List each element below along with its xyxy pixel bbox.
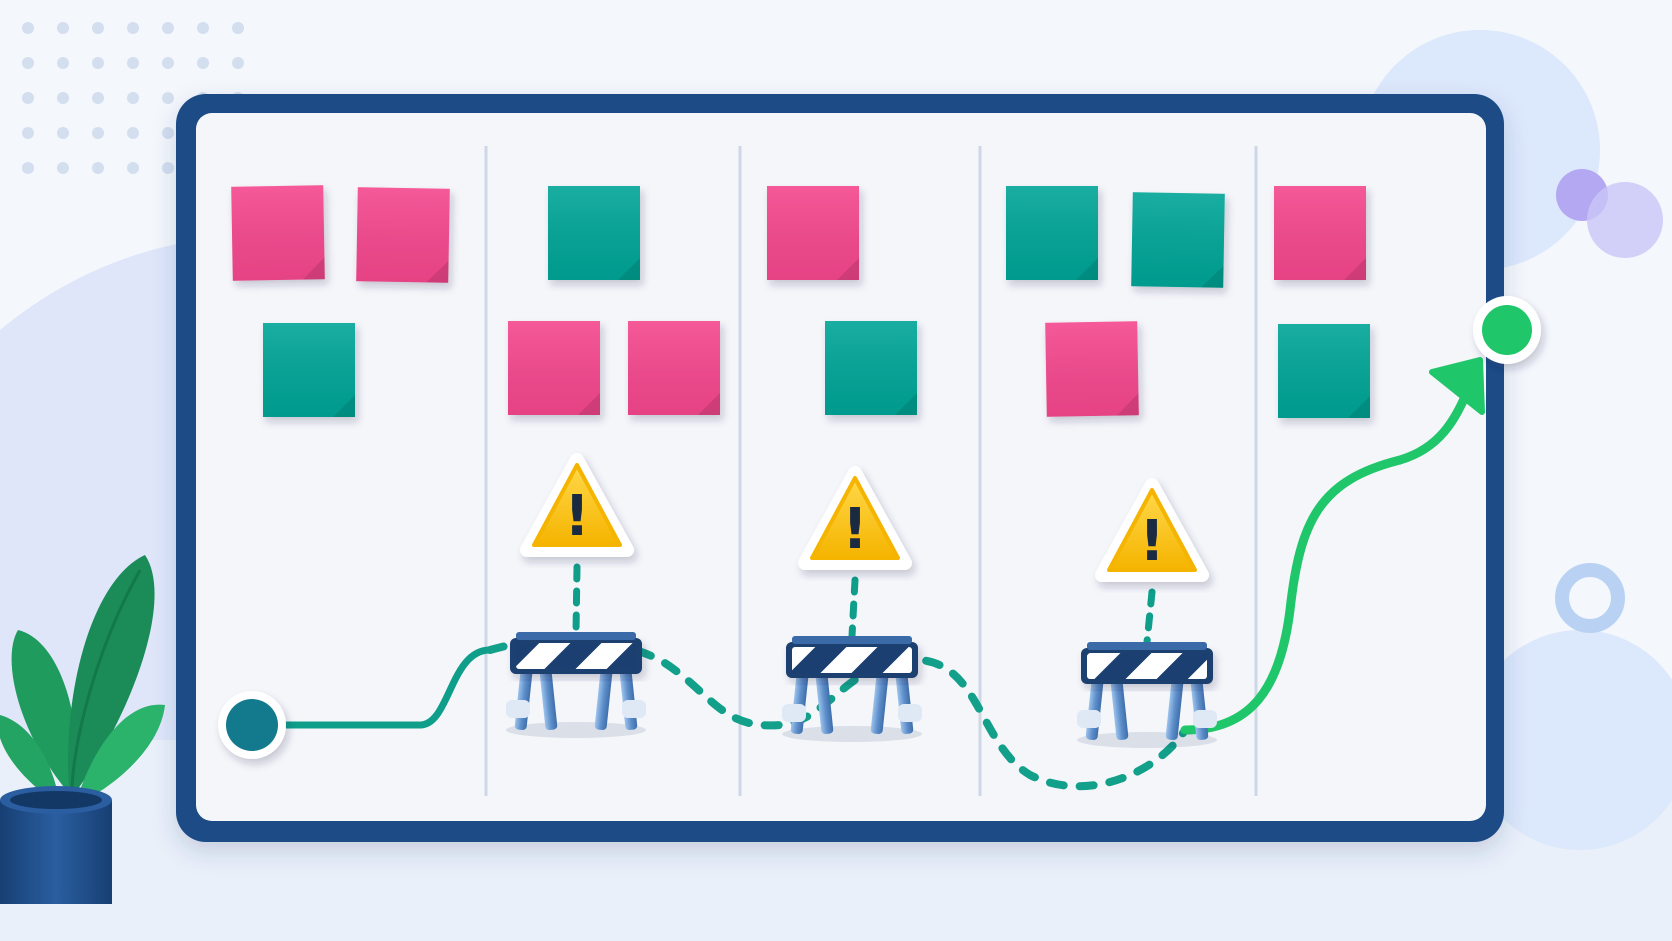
sticky-note-pink[interactable] bbox=[628, 321, 720, 415]
workflow-path bbox=[248, 357, 1485, 791]
dot bbox=[162, 22, 174, 34]
sticky-note-teal[interactable] bbox=[1278, 324, 1370, 418]
dot bbox=[162, 57, 174, 69]
dot bbox=[197, 57, 209, 69]
dot bbox=[232, 57, 244, 69]
stem bbox=[70, 569, 142, 801]
dot bbox=[232, 22, 244, 34]
dot bbox=[127, 162, 139, 174]
path-solid-start bbox=[248, 646, 494, 729]
dot bbox=[92, 57, 104, 69]
sticky-note-teal[interactable] bbox=[263, 323, 355, 417]
warning-icon: ! bbox=[520, 453, 634, 557]
warning-icon: ! bbox=[1095, 478, 1209, 582]
sticky-note-pink[interactable] bbox=[767, 186, 859, 280]
blocker-connector bbox=[1143, 588, 1156, 646]
dot bbox=[57, 92, 69, 104]
sticky-notes bbox=[231, 185, 1370, 418]
dot bbox=[57, 127, 69, 139]
pot-soil bbox=[10, 791, 102, 809]
blocker-connector bbox=[572, 563, 581, 636]
dot bbox=[197, 22, 209, 34]
warning-symbol: ! bbox=[1139, 509, 1165, 574]
dot bbox=[127, 57, 139, 69]
blocker: ! bbox=[782, 466, 922, 742]
dot bbox=[162, 92, 174, 104]
dot bbox=[22, 57, 34, 69]
sticky-note-teal[interactable] bbox=[548, 186, 640, 280]
dot bbox=[57, 162, 69, 174]
end-marker bbox=[1473, 296, 1541, 364]
dot bbox=[127, 22, 139, 34]
pot bbox=[0, 800, 112, 904]
blockers: !!! bbox=[506, 453, 1217, 748]
dot bbox=[162, 127, 174, 139]
circle-decoration bbox=[1470, 630, 1672, 850]
leaf bbox=[0, 715, 60, 805]
dot bbox=[127, 127, 139, 139]
barricade-icon bbox=[782, 636, 922, 742]
leaf bbox=[11, 630, 78, 800]
path-arrowhead bbox=[1429, 357, 1485, 415]
dot bbox=[22, 127, 34, 139]
dot bbox=[57, 57, 69, 69]
dot bbox=[22, 162, 34, 174]
ring-decoration bbox=[1555, 563, 1625, 633]
sticky-note-teal[interactable] bbox=[1131, 192, 1225, 288]
dot bbox=[127, 92, 139, 104]
leaf bbox=[75, 704, 165, 805]
path-solid-end bbox=[1180, 385, 1473, 735]
leaf bbox=[68, 555, 155, 800]
sticky-note-teal[interactable] bbox=[825, 321, 917, 415]
sticky-note-pink[interactable] bbox=[356, 187, 450, 283]
column-dividers bbox=[484, 146, 1258, 796]
dot bbox=[92, 22, 104, 34]
warning-symbol: ! bbox=[564, 484, 590, 549]
circle-decoration bbox=[1587, 182, 1663, 258]
blocker: ! bbox=[506, 453, 646, 738]
dot bbox=[162, 162, 174, 174]
sticky-note-pink[interactable] bbox=[231, 185, 325, 281]
dot bbox=[92, 127, 104, 139]
dot bbox=[22, 22, 34, 34]
start-marker bbox=[218, 691, 286, 759]
blocker-connector bbox=[848, 576, 859, 640]
warning-icon: ! bbox=[798, 466, 912, 570]
sticky-note-pink[interactable] bbox=[508, 321, 600, 415]
dot bbox=[22, 92, 34, 104]
blocker: ! bbox=[1077, 478, 1217, 748]
dot bbox=[92, 162, 104, 174]
barricade-icon bbox=[506, 632, 646, 738]
sticky-note-pink[interactable] bbox=[1045, 321, 1139, 417]
dot bbox=[92, 92, 104, 104]
warning-symbol: ! bbox=[842, 497, 868, 562]
path-dashed-segment bbox=[486, 635, 1189, 791]
dot bbox=[57, 22, 69, 34]
sticky-note-teal[interactable] bbox=[1006, 186, 1098, 280]
barricade-icon bbox=[1077, 642, 1217, 748]
plant-icon bbox=[0, 555, 165, 904]
sticky-note-pink[interactable] bbox=[1274, 186, 1366, 280]
